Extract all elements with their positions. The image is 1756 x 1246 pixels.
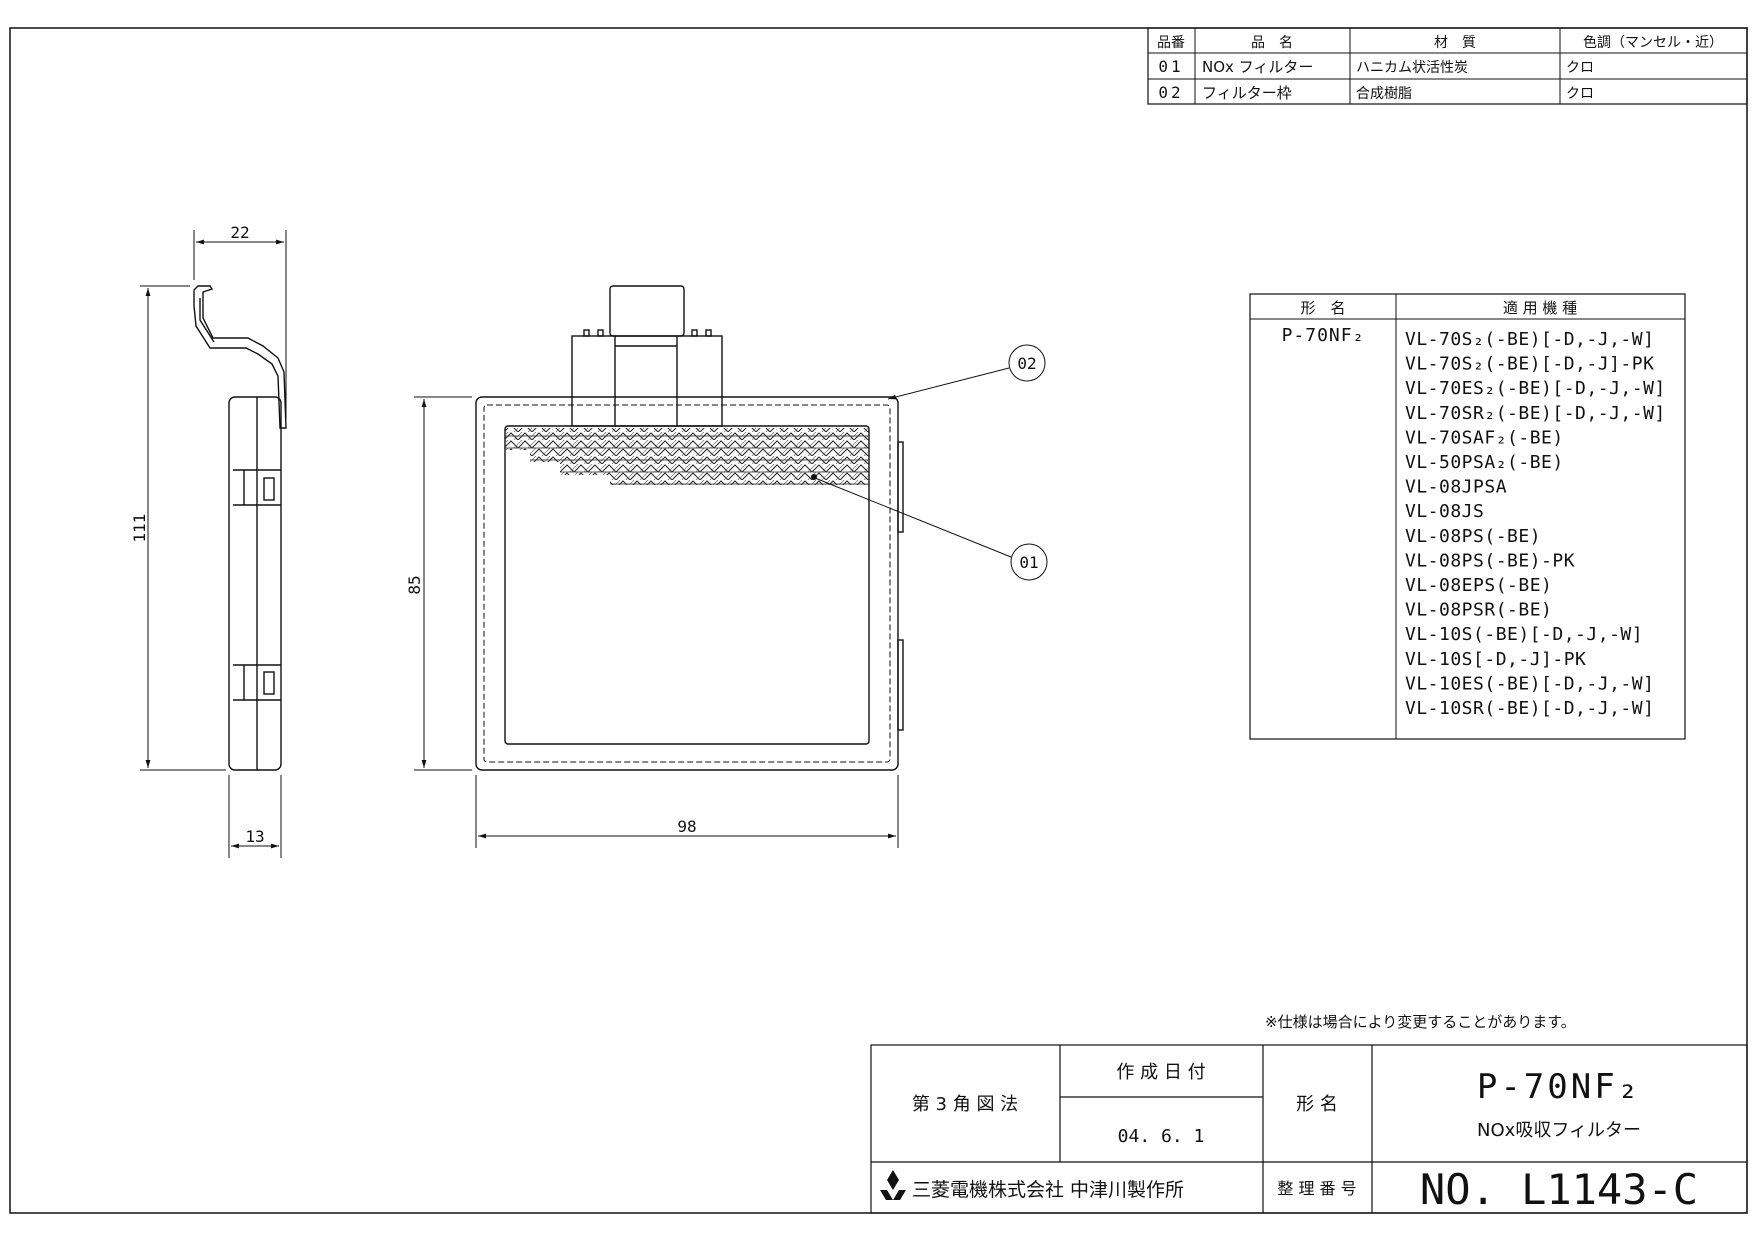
parts-header-no: 品番: [1157, 35, 1185, 51]
callout-02-label: 02: [1017, 354, 1036, 373]
title-model: P-70NF₂: [1477, 1067, 1641, 1107]
title-product: NOx吸収フィルター: [1477, 1120, 1641, 1141]
dim-side-depth: 13: [245, 827, 264, 846]
front-view: [475, 285, 904, 771]
dim-side-height: 111: [130, 514, 149, 543]
title-projection: 第 3 角 図 法: [912, 1094, 1018, 1115]
applicable-model-item: VL-08PSR(-BE): [1405, 600, 1552, 621]
models-model-name: P-70NF₂: [1282, 325, 1365, 346]
title-company: 三菱電機株式会社 中津川製作所: [912, 1179, 1184, 1201]
callout-01-label: 01: [1019, 553, 1038, 572]
parts-table: 品番 品 名 材 質 色調（マンセル・近） 01 NOx フィルター ハニカム状…: [1147, 27, 1748, 105]
parts-row2-color: クロ: [1566, 86, 1594, 102]
applicable-model-item: VL-08JPSA: [1405, 477, 1507, 498]
parts-row1-color: クロ: [1566, 60, 1594, 76]
title-control-label: 整 理 番 号: [1277, 1179, 1356, 1198]
models-header-name: 形 名: [1300, 299, 1345, 317]
applicable-model-item: VL-08EPS(-BE): [1405, 575, 1552, 596]
applicable-model-item: VL-08JS: [1405, 501, 1484, 522]
title-block: [870, 1044, 1748, 1214]
parts-row1-material: ハニカム状活性炭: [1356, 60, 1468, 76]
applicable-model-item: VL-10S[-D,-J]-PK: [1405, 649, 1586, 670]
callout-02: [887, 344, 1046, 400]
parts-row2-no: 02: [1158, 83, 1183, 102]
applicable-model-item: VL-08PS(-BE): [1405, 526, 1541, 547]
front-dimensions: [414, 396, 899, 848]
applicable-model-item: VL-50PSA₂(-BE): [1405, 452, 1564, 473]
parts-row2-name: フィルター枠: [1202, 84, 1292, 102]
applicable-model-item: VL-08PS(-BE)-PK: [1405, 550, 1575, 571]
parts-row1-name: NOx フィルター: [1202, 58, 1313, 76]
title-date-label: 作 成 日 付: [1116, 1062, 1205, 1083]
applicable-model-item: VL-10ES(-BE)[-D,-J,-W]: [1405, 673, 1654, 694]
parts-header-material: 材 質: [1434, 35, 1476, 51]
callout-01: [811, 474, 1048, 581]
dim-side-width: 22: [230, 223, 249, 242]
applicable-model-item: VL-10S(-BE)[-D,-J,-W]: [1405, 624, 1643, 645]
models-header-applicable: 適 用 機 種: [1503, 299, 1577, 317]
spec-note: ※仕様は場合により変更することがあります。: [1265, 1013, 1576, 1031]
title-name-label: 形 名: [1296, 1094, 1338, 1115]
applicable-model-item: VL-70S₂(-BE)[-D,-J]-PK: [1405, 354, 1654, 375]
models-table: 形 名 適 用 機 種 P-70NF₂ VL-70S₂(-BE)[-D,-J,-…: [1249, 293, 1686, 740]
side-view: [193, 285, 287, 771]
applicable-model-list: VL-70S₂(-BE)[-D,-J,-W] VL-70S₂(-BE)[-D,-J…: [1405, 329, 1666, 719]
applicable-model-item: VL-70SR₂(-BE)[-D,-J,-W]: [1405, 403, 1666, 424]
applicable-model-item: VL-70ES₂(-BE)[-D,-J,-W]: [1405, 378, 1666, 399]
dim-front-height: 85: [405, 575, 424, 594]
title-date: 04. 6. 1: [1118, 1126, 1205, 1147]
applicable-model-item: VL-10SR(-BE)[-D,-J,-W]: [1405, 698, 1654, 719]
parts-row1-no: 01: [1158, 57, 1183, 76]
side-dimensions: [140, 230, 287, 858]
title-drawing-no: NO. L1143-C: [1420, 1165, 1698, 1214]
honeycomb-hatch: [505, 428, 869, 485]
dim-front-width: 98: [677, 817, 696, 836]
parts-header-name: 品 名: [1251, 35, 1293, 51]
mitsubishi-logo-icon: [880, 1170, 906, 1200]
applicable-model-item: VL-70S₂(-BE)[-D,-J,-W]: [1405, 329, 1654, 350]
parts-header-color: 色調（マンセル・近）: [1583, 34, 1723, 51]
applicable-model-item: VL-70SAF₂(-BE): [1405, 427, 1564, 448]
parts-row2-material: 合成樹脂: [1356, 86, 1412, 102]
